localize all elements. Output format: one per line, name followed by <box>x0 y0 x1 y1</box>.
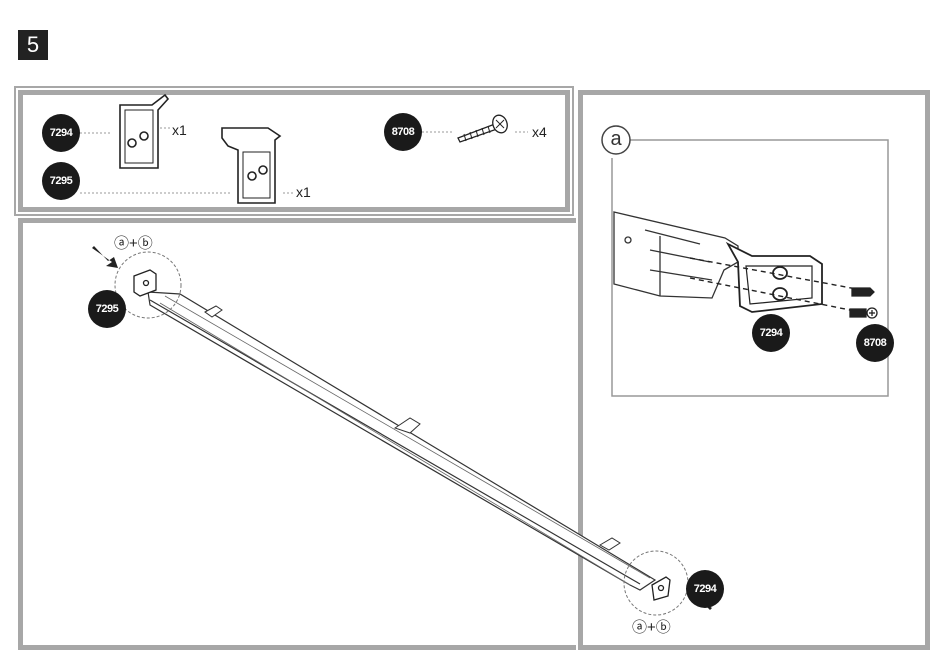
bracket-7295-icon <box>222 128 280 203</box>
callout-top: ⓐ+ⓑ <box>114 232 153 253</box>
quantity-7295: x1 <box>296 184 311 200</box>
quantity-8708: x4 <box>532 124 547 140</box>
detail-badge-7294: 7294 <box>752 314 790 352</box>
detail-badge-8708: 8708 <box>856 324 894 362</box>
assembly-badge-7295: 7295 <box>88 290 126 328</box>
detail-rail <box>614 212 738 298</box>
screw-8708-icon <box>458 113 510 142</box>
rail-drawing <box>148 292 655 590</box>
part-code-badge-7295: 7295 <box>42 162 80 200</box>
callout-bottom: ⓐ+ⓑ <box>632 616 671 637</box>
quantity-7294: x1 <box>172 122 187 138</box>
part-code-badge-8708: 8708 <box>384 113 422 151</box>
detail-marker: a <box>606 126 626 152</box>
assembly-badge-7294: 7294 <box>686 570 724 608</box>
part-code-badge-7294: 7294 <box>42 114 80 152</box>
bracket-7294-icon <box>120 95 168 168</box>
